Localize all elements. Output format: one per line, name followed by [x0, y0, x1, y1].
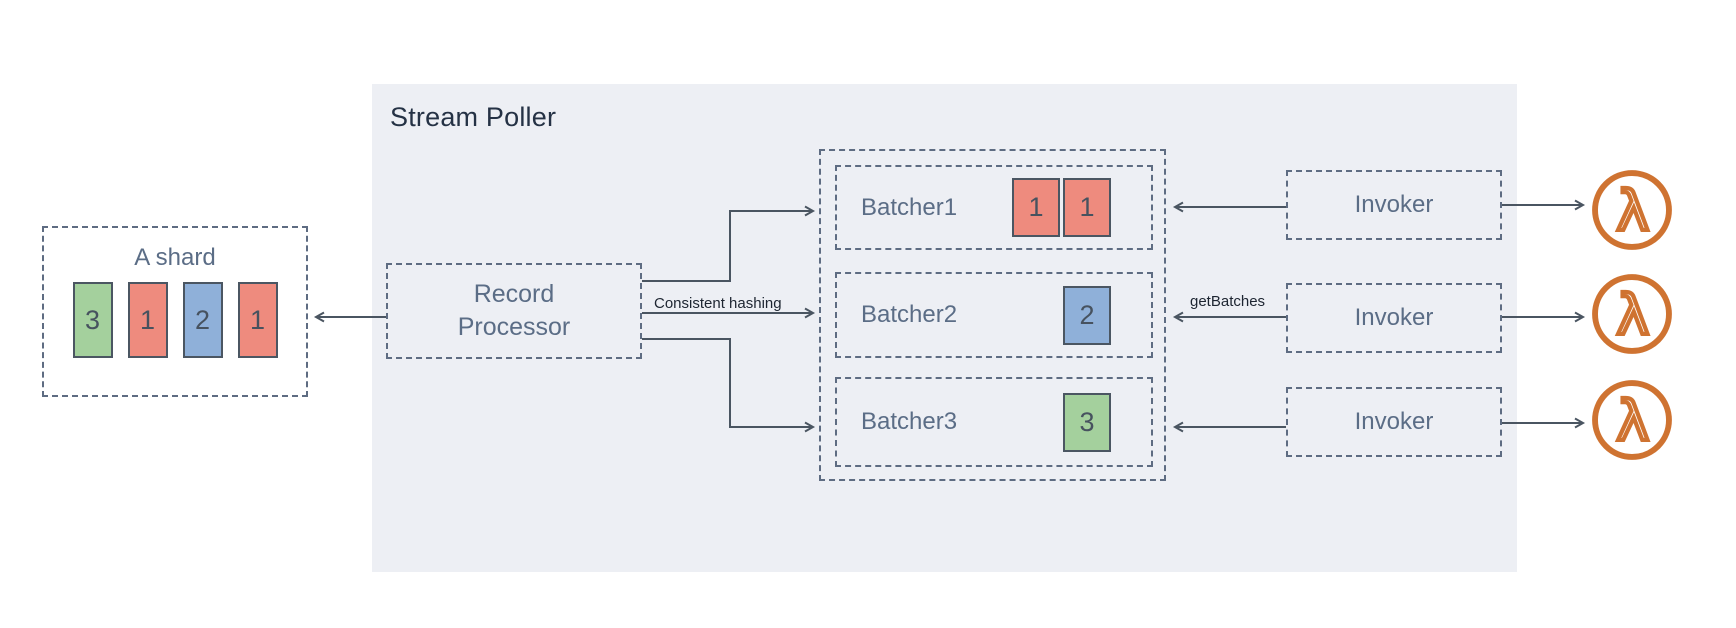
batch-record: 1 [1063, 178, 1111, 237]
batch-record: 2 [1063, 285, 1111, 345]
consistent-hashing-label: Consistent hashing [654, 295, 782, 312]
batcher1-records: 1 1 [1012, 178, 1111, 237]
batcher3-label: Batcher3 [861, 408, 958, 435]
lambda-glyph: λ [1616, 180, 1649, 244]
invoker1-label: Invoker [1354, 191, 1434, 218]
batch-record: 1 [1012, 178, 1060, 237]
invoker1-box: Invoker [1286, 170, 1502, 240]
invoker3-box: Invoker [1286, 387, 1502, 457]
shard-record: 1 [127, 282, 168, 358]
batcher1-box: Batcher1 1 1 [835, 165, 1153, 250]
batcher1-label: Batcher1 [861, 193, 958, 221]
invoker2-label: Invoker [1354, 304, 1434, 331]
shard-record: 3 [72, 282, 113, 358]
record-processor-box: Record Processor [386, 263, 642, 359]
shard-record: 2 [182, 282, 223, 358]
shard-title: A shard [134, 244, 216, 271]
shard-box: A shard 3 1 2 1 [42, 226, 308, 397]
batcher3-records: 3 [1063, 392, 1111, 452]
shard-record-row: 3 1 2 1 [44, 282, 306, 358]
lambda-glyph: λ [1616, 390, 1649, 454]
aws-lambda-icon: λ [1592, 274, 1672, 354]
get-batches-label: getBatches [1190, 293, 1266, 310]
shard-record: 1 [237, 282, 278, 358]
lambda-glyph: λ [1616, 284, 1649, 348]
record-processor-label: Record Processor [457, 280, 571, 341]
batcher2-records: 2 [1063, 285, 1111, 345]
batch-record: 3 [1063, 392, 1111, 452]
stream-poller-title: Stream Poller [390, 102, 557, 132]
batcher2-label: Batcher2 [861, 301, 958, 328]
invoker3-label: Invoker [1354, 408, 1434, 435]
batchers-group-box [819, 149, 1166, 481]
batcher3-box: Batcher3 3 [835, 377, 1153, 467]
batcher2-box: Batcher2 2 [835, 272, 1153, 358]
aws-lambda-icon: λ [1592, 380, 1672, 460]
aws-lambda-icon: λ [1592, 170, 1672, 250]
invoker2-box: Invoker [1286, 283, 1502, 353]
